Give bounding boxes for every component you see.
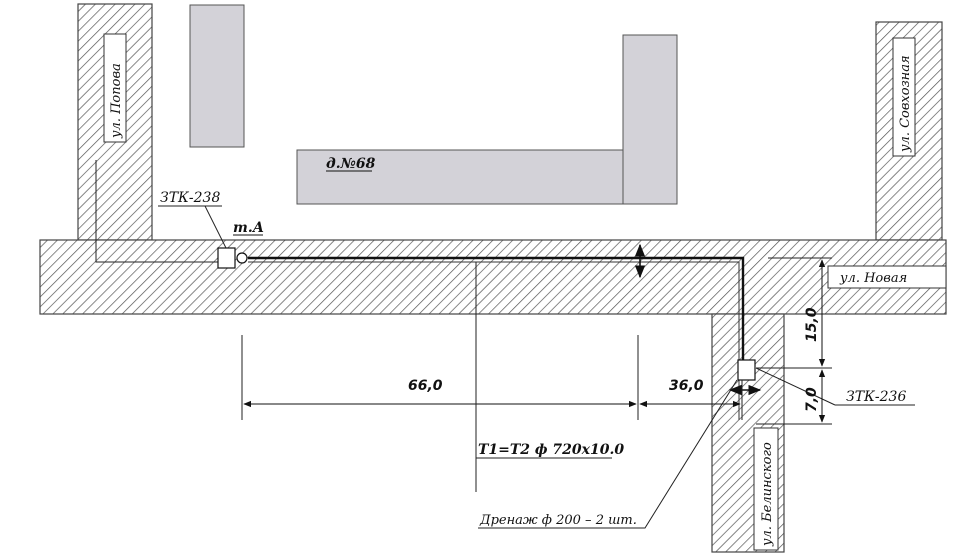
dim-7-label: 7,0: [804, 387, 820, 412]
street-main-horizontal: [39, 239, 947, 315]
chamber-ztk-238-label: ЗТК-238: [160, 190, 220, 206]
street-label-sovkhoznaya: ул. Совхозная: [898, 55, 913, 153]
street-label-belinskogo: ул. Белинского: [760, 442, 775, 547]
dim-66-label: 66,0: [408, 378, 443, 394]
street-label-popova: ул. Попова: [109, 63, 124, 139]
street-label-plate-belinskogo: [753, 427, 779, 551]
street-label-novaya: ул. Новая: [839, 271, 907, 286]
building-small: [189, 4, 245, 148]
point-a-marker: [236, 252, 248, 264]
main-pipeline: [248, 256, 745, 360]
chamber-ztk-236-label: ЗТК-236: [846, 389, 906, 405]
street-label-plate-novaya: [827, 265, 947, 289]
pipe-label: Т1=Т2 ф 720х10.0: [478, 442, 624, 458]
chamber-ztk-238-leader: [204, 205, 227, 249]
building-68-label: д.№68: [326, 156, 376, 172]
chamber-ztk-238: [217, 247, 236, 269]
building-68-wing: [296, 149, 624, 205]
drainage-label: Дренаж ф 200 – 2 шт.: [479, 513, 637, 528]
street-label-plate-popova: [103, 33, 127, 143]
chamber-ztk-236: [737, 359, 756, 381]
dim-36-label: 36,0: [669, 378, 704, 394]
dim-15-label: 15,0: [804, 307, 820, 342]
point-a-label: т.А: [233, 220, 264, 236]
drainage-leader: [478, 379, 738, 529]
building-68-tower: [622, 34, 678, 205]
branch-line-popova: [95, 160, 218, 263]
street-label-plate-sovkhoznaya: [892, 37, 916, 157]
